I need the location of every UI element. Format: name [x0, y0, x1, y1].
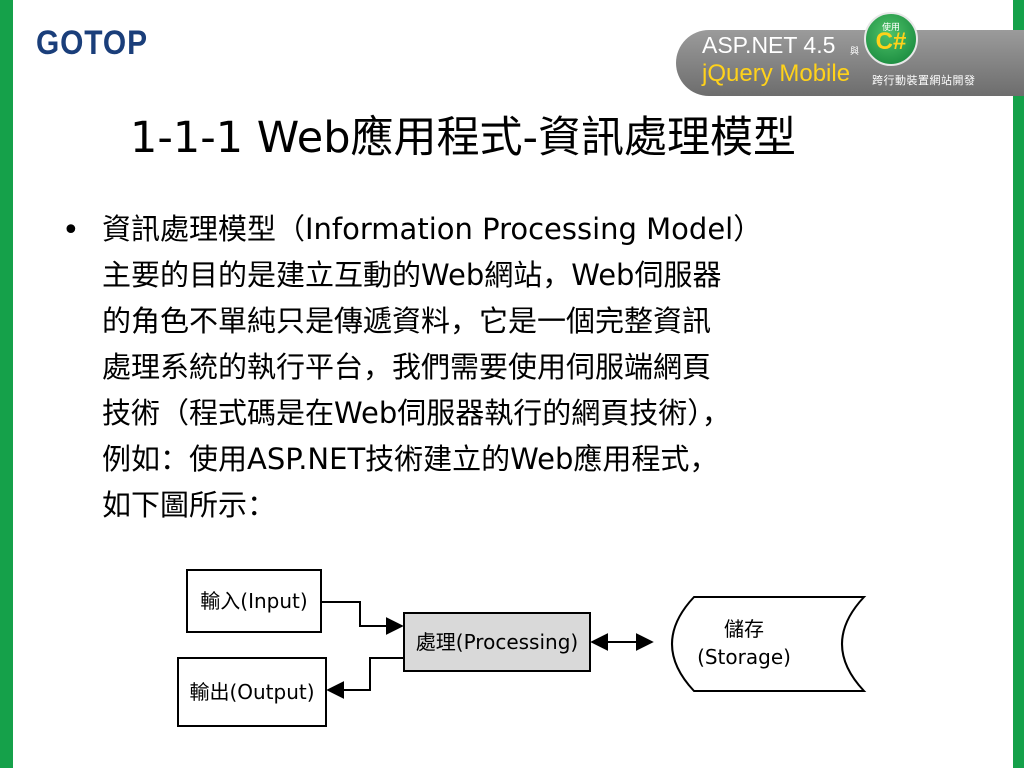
output-box: [177, 657, 327, 727]
bullet-marker: •: [62, 213, 80, 248]
body-line: 資訊處理模型（Information Processing Model）: [102, 212, 763, 246]
body-line: 技術（程式碼是在Web伺服器執行的網頁技術），: [102, 396, 731, 430]
process-to-output-arrow: [326, 657, 404, 699]
storage-shape: [671, 596, 867, 692]
banner-jquery-text: jQuery Mobile: [702, 60, 851, 87]
storage-label-line2: (Storage): [697, 645, 791, 669]
input-to-process-arrow: [321, 601, 404, 635]
badge-top-text: 使用: [881, 23, 900, 33]
badge-csharp-text: C#: [875, 28, 907, 55]
input-label: 輸入(Input): [200, 589, 307, 613]
gotop-logo: GOTOP: [36, 24, 148, 62]
process-label: 處理(Processing): [416, 630, 578, 654]
body-line: 例如：使用ASP.NET技術建立的Web應用程式，: [102, 442, 719, 476]
process-box: [403, 612, 591, 672]
input-box: [186, 569, 322, 633]
banner-aspnet-text: ASP.NET 4.5: [702, 32, 836, 58]
banner-background: [676, 30, 1024, 96]
storage-label-line1: 儲存: [724, 617, 764, 641]
output-label: 輸出(Output): [189, 680, 314, 704]
left-edge-bar: [0, 0, 13, 768]
banner-and-text: 與: [850, 47, 860, 57]
csharp-badge: 使用 C#: [864, 12, 918, 66]
book-banner: ASP.NET 4.5 與 jQuery Mobile 跨行動裝置網站開發 使用…: [672, 12, 1024, 100]
slide-body: 資訊處理模型（Information Processing Model） 主要的…: [102, 206, 972, 528]
body-line: 主要的目的是建立互動的Web網站，Web伺服器: [102, 258, 722, 292]
body-line: 的角色不單純只是傳遞資料，它是一個完整資訊: [102, 304, 712, 338]
banner-subtitle: 跨行動裝置網站開發: [872, 74, 976, 87]
right-edge-bar: [1013, 0, 1024, 768]
ipo-diagram: 輸入(Input) 輸出(Output) 處理(Processing) 儲存 (…: [177, 569, 867, 727]
slide-title: 1-1-1 Web應用程式-資訊處理模型: [130, 113, 797, 163]
body-line: 如下圖所示：: [102, 488, 277, 522]
body-line: 處理系統的執行平台，我們需要使用伺服端網頁: [102, 350, 712, 384]
